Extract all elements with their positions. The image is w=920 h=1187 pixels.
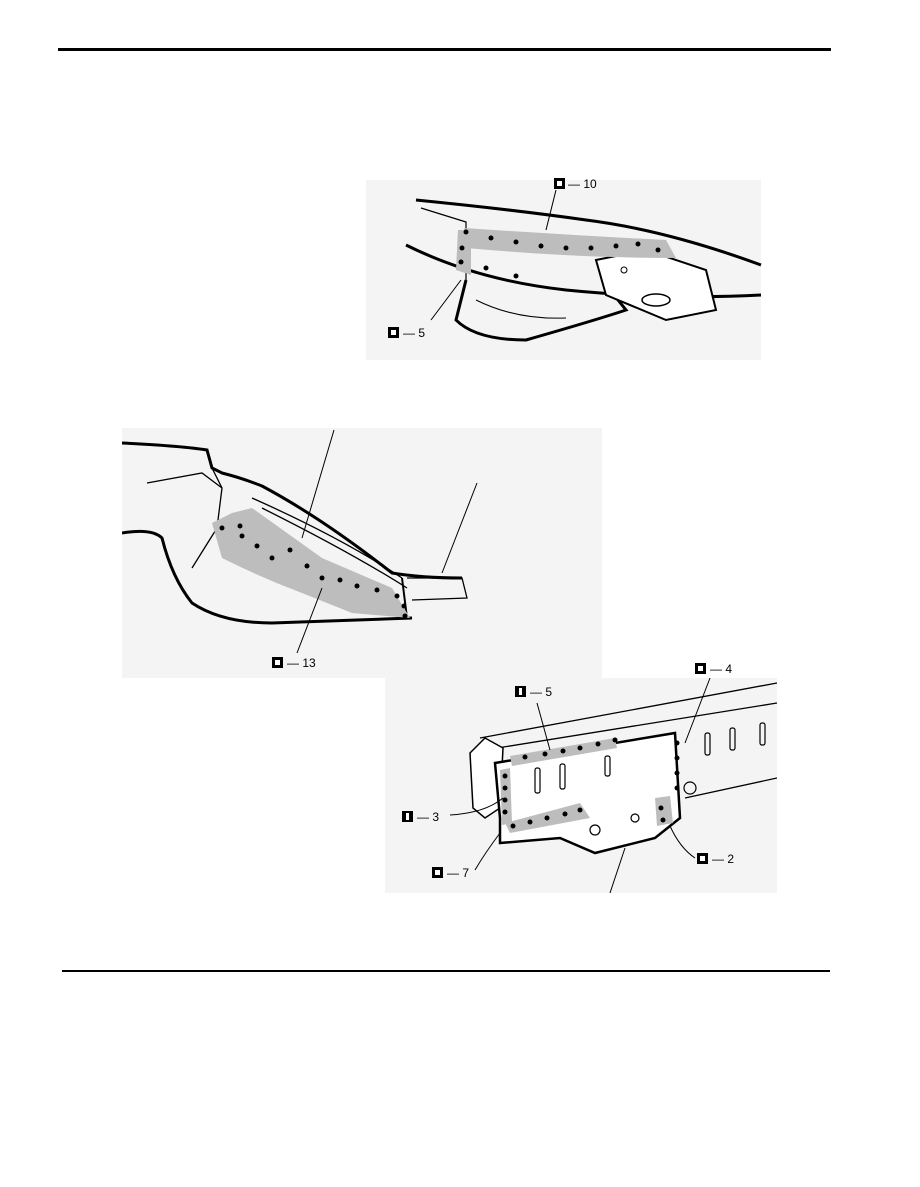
callout-label: — 13 [287,656,316,670]
figure-panel-weld: — 5 — 4 — 3 — 7 — 2 [385,662,777,893]
callout-label: — 10 [568,177,597,191]
callout-label: — 5 [403,326,425,340]
figure-rail-weld: — 10 — 5 [366,177,762,360]
callout-label: — 7 [447,866,469,880]
header-rule [58,48,831,51]
footer-rule [62,970,830,972]
callout-label: — 4 [710,662,732,676]
figure-apron-weld: — 13 [122,428,602,678]
callout-label: — 5 [530,685,552,699]
callout-label: — 3 [417,810,439,824]
callout-label: — 2 [712,852,734,866]
